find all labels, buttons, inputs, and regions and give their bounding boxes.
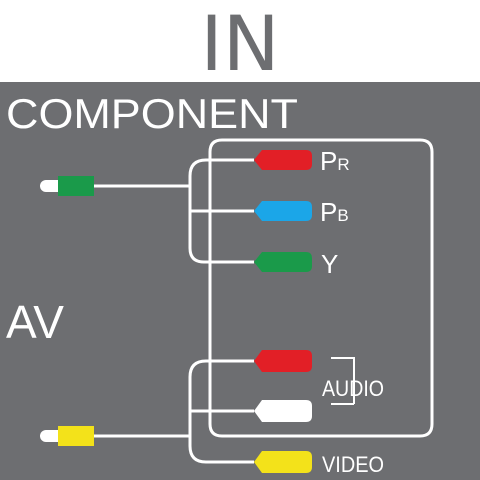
y-connector (254, 252, 312, 272)
panel-background (0, 82, 480, 480)
y-label: Y (321, 249, 338, 279)
component-source-plug (40, 176, 94, 196)
audio-bracket (331, 357, 355, 405)
y-plug (254, 252, 312, 272)
component-label: COMPONENT (6, 90, 298, 137)
pb-label: PB (320, 197, 349, 227)
pr-plug (254, 150, 312, 170)
header-title: IN (200, 0, 279, 88)
pb-connector (254, 201, 312, 221)
audio-white-connector (254, 400, 312, 422)
component-group-outline (208, 138, 434, 438)
audio-label: AUDIO (322, 376, 384, 401)
component-cable-wiring (94, 158, 254, 264)
audio-red-plug (254, 350, 312, 372)
av-plug-body (58, 426, 94, 446)
av-label: AV (6, 296, 64, 348)
video-label: VIDEO (322, 452, 384, 477)
av-cable-wiring (94, 359, 254, 464)
audio-red-connector (254, 350, 312, 372)
video-connector (254, 451, 312, 473)
pr-connector (254, 150, 312, 170)
pb-plug (254, 201, 312, 221)
video-plug (254, 451, 312, 473)
audio-white-plug (254, 400, 312, 422)
component-plug-body (58, 176, 94, 196)
pr-label: PR (320, 146, 350, 176)
av-source-plug (40, 426, 94, 446)
header-bar (0, 0, 480, 82)
